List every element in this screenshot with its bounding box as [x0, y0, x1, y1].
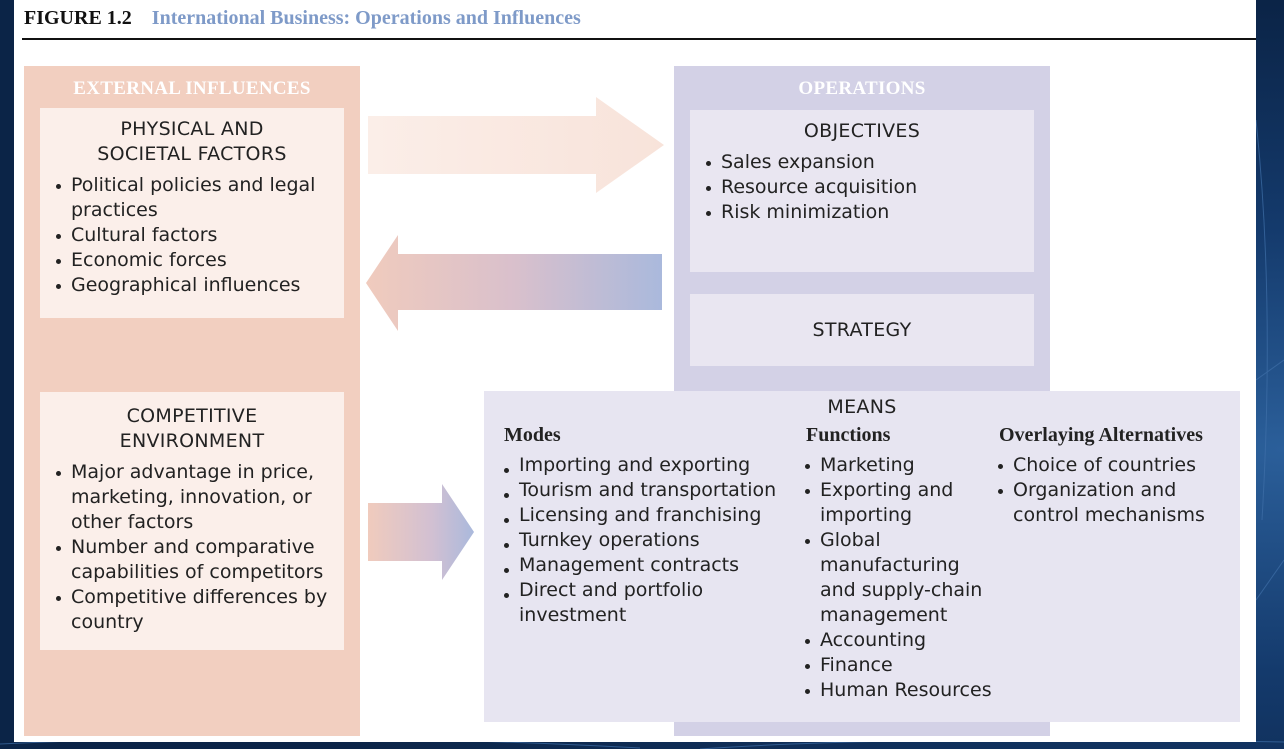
- physical-societal-box: PHYSICAL AND SOCIETAL FACTORS Political …: [40, 108, 344, 318]
- list-item: Geographical influences: [54, 273, 334, 298]
- list-item: Exporting and importing: [803, 478, 970, 528]
- functions-list: Marketing Exporting and importing Global…: [803, 453, 993, 703]
- modes-list: Importing and exporting Tourism and tran…: [502, 453, 792, 628]
- list-item: Tourism and transportation: [502, 478, 792, 503]
- figure-caption: International Business: Operations and I…: [151, 7, 581, 29]
- list-item: Political policies and legal practices: [54, 173, 334, 223]
- list-item: Marketing: [803, 453, 993, 478]
- physical-factors-list: Political policies and legal practices C…: [54, 173, 334, 298]
- list-item: Risk minimization: [704, 200, 1034, 225]
- list-item: Cultural factors: [54, 223, 334, 248]
- figure-number: FIGURE 1.2: [24, 7, 132, 29]
- list-item: Resource acquisition: [704, 175, 1034, 200]
- list-item: Management contracts: [502, 553, 792, 578]
- strategy-box: STRATEGY: [690, 294, 1034, 366]
- list-item: Human Resources: [803, 678, 993, 703]
- list-item: Number and comparative capabilities of c…: [54, 535, 336, 585]
- list-item: Importing and exporting: [502, 453, 792, 478]
- list-item: Licensing and franchising: [502, 503, 792, 528]
- physical-title-line2: SOCIETAL FACTORS: [97, 143, 287, 165]
- list-item: Competitive differences by country: [54, 585, 336, 635]
- objectives-box: OBJECTIVES Sales expansion Resource acqu…: [690, 110, 1034, 272]
- external-influences-panel: EXTERNAL INFLUENCES PHYSICAL AND SOCIETA…: [24, 66, 360, 736]
- objectives-title: OBJECTIVES: [803, 120, 921, 142]
- strategy-label: STRATEGY: [812, 319, 912, 341]
- list-item: Direct and portfolio investment: [502, 578, 719, 628]
- means-title: MEANS: [827, 396, 897, 418]
- competitive-environment-box: COMPETITIVE ENVIRONMENT Major advantage …: [40, 392, 344, 650]
- functions-heading: Functions: [806, 424, 891, 446]
- list-item: Turnkey operations: [502, 528, 792, 553]
- arrow-left-to-external: [366, 235, 666, 331]
- list-item: Global manufacturing and supply-chain ma…: [803, 528, 1000, 628]
- list-item: Organization and control mechanisms: [996, 478, 1221, 528]
- arrow-right-to-operations: [368, 97, 668, 193]
- overlaying-alternatives-heading: Overlaying Alternatives: [999, 424, 1203, 446]
- objectives-list: Sales expansion Resource acquisition Ris…: [704, 150, 1034, 225]
- competitive-title-line1: COMPETITIVE: [126, 405, 258, 427]
- physical-title-line1: PHYSICAL AND: [120, 118, 264, 140]
- list-item: Sales expansion: [704, 150, 1034, 175]
- means-box: MEANS Modes Importing and exporting Tour…: [484, 391, 1240, 722]
- arrow-right-to-means: [368, 484, 478, 580]
- list-item: Accounting: [803, 628, 993, 653]
- figure-page: FIGURE 1.2 International Business: Operat…: [14, 0, 1256, 742]
- alternatives-list: Choice of countries Organization and con…: [996, 453, 1221, 528]
- list-item: Economic forces: [54, 248, 334, 273]
- list-item: Major advantage in price, marketing, inn…: [54, 460, 336, 535]
- operations-header: OPERATIONS: [798, 78, 926, 99]
- list-item: Choice of countries: [996, 453, 1221, 478]
- list-item: Finance: [803, 653, 993, 678]
- title-rule: [22, 38, 1256, 40]
- competitive-factors-list: Major advantage in price, marketing, inn…: [54, 460, 336, 635]
- figure-title: FIGURE 1.2 International Business: Operat…: [24, 3, 581, 33]
- modes-heading: Modes: [504, 424, 561, 446]
- external-influences-header: EXTERNAL INFLUENCES: [73, 78, 311, 99]
- competitive-title-line2: ENVIRONMENT: [119, 430, 265, 452]
